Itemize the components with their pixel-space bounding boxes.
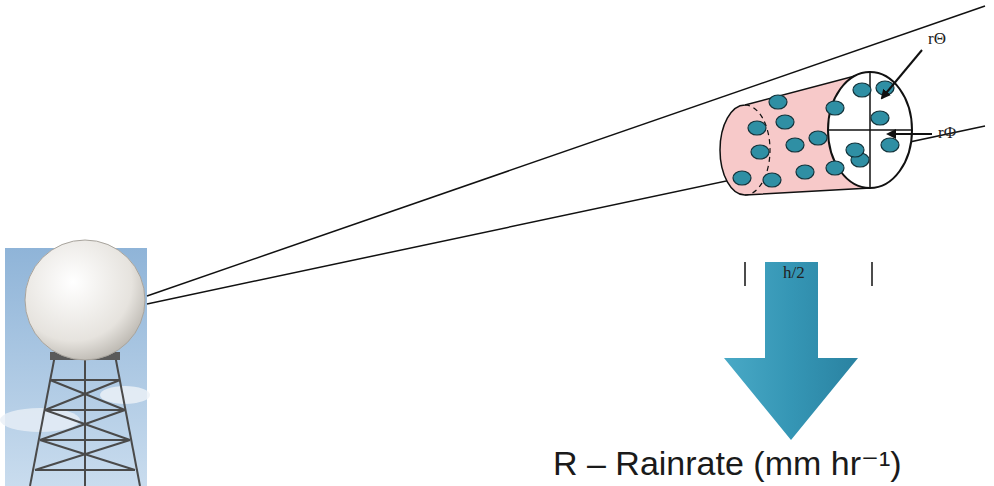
output-label: R – Rainrate (mm hr⁻¹) (553, 445, 902, 482)
dimension-label: rΦ (938, 124, 956, 143)
dimension-label: h/2 (783, 264, 805, 283)
dimension-label: rΘ (928, 30, 946, 49)
